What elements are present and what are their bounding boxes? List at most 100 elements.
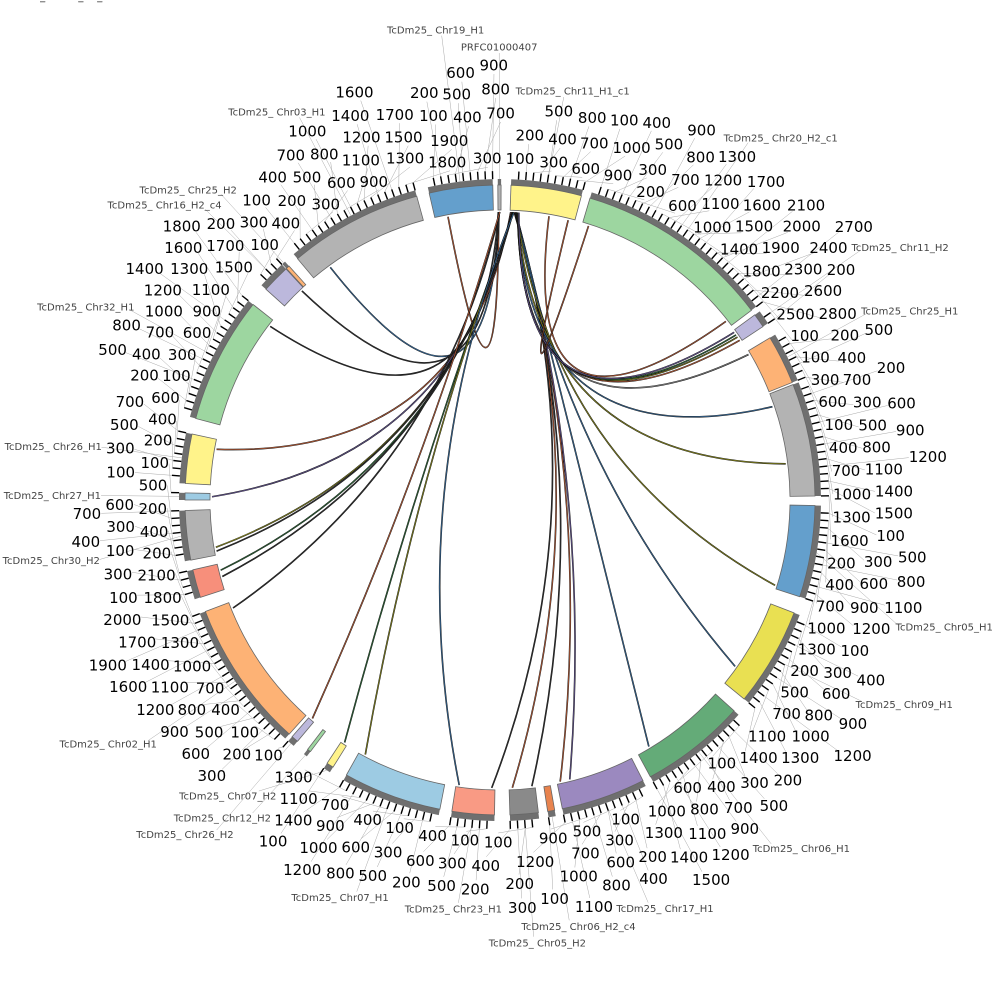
tick-label: 700	[486, 104, 515, 122]
tick-mark	[214, 659, 222, 665]
tick-mark	[811, 421, 820, 425]
label-leader-line	[799, 333, 866, 364]
segment-name-label: TcDm25_ Chr19_H1	[386, 25, 484, 36]
segment-tick-band	[293, 190, 417, 259]
tick-label: 600	[818, 393, 847, 411]
segment-tcdm25-chr06-h1[interactable]	[637, 693, 735, 778]
label-leader-line	[197, 252, 234, 308]
segment-tcdm25-chr25-h2[interactable]	[285, 265, 307, 288]
label-leader-line	[822, 564, 898, 581]
segment-tcdm25-chr07-h1[interactable]	[345, 752, 446, 810]
tick-label: 900	[687, 122, 716, 140]
tick-mark	[243, 701, 251, 708]
segment-tcdm25-chr25-h1[interactable]	[748, 337, 793, 393]
tick-label: 600	[673, 779, 702, 797]
segment-tcdm25-chr19-h1[interactable]	[428, 184, 494, 218]
label-leader-line	[727, 211, 793, 264]
segment-name-label: TcDm25_ Chr26_H2	[135, 830, 233, 841]
segment-tcdm25-chr09-h1[interactable]	[724, 603, 795, 700]
link-chord	[215, 212, 513, 548]
tick-label: 400	[353, 811, 382, 829]
segment-tcdm25-chr20-h2-c1[interactable]	[582, 197, 753, 326]
tick-label: 300	[539, 154, 568, 172]
tick-mark	[814, 562, 823, 566]
label-leader-line	[168, 463, 172, 493]
tick-mark	[476, 171, 479, 180]
segment-tcdm25-chr12-h2[interactable]	[307, 729, 327, 753]
segment-tcdm25-chr32-h1[interactable]	[195, 303, 274, 426]
tick-mark	[706, 744, 713, 752]
label-leader-line	[825, 535, 828, 583]
label-leader-line	[733, 267, 765, 299]
segment-tcdm25-chr11-h1-c1[interactable]	[509, 184, 582, 221]
tick-mark	[817, 450, 826, 454]
segment-tcdm25-chr17-h1[interactable]	[556, 757, 644, 810]
tick-label: 800	[897, 573, 926, 591]
tick-label: 1100	[342, 151, 380, 169]
label-leader-line	[345, 806, 381, 865]
tick-label: 900	[316, 817, 345, 835]
tick-mark	[365, 792, 371, 801]
tick-label: 700	[843, 371, 872, 389]
tick-label: 200	[392, 873, 421, 891]
tick-label: 400	[453, 109, 482, 127]
segment-tcdm25-chr05-h2[interactable]	[508, 787, 539, 816]
segment-tcdm25-chr02-h1[interactable]	[204, 602, 307, 735]
tick-mark	[819, 472, 828, 475]
tick-label: 1000	[613, 139, 651, 157]
tick-mark	[722, 730, 730, 737]
tick-mark	[449, 817, 452, 826]
label-leader-line	[804, 624, 842, 648]
segment-tcdm25-chr03-h1[interactable]	[296, 195, 424, 279]
segment-tcdm25-chr07-h2[interactable]	[326, 741, 347, 768]
tick-mark	[209, 344, 217, 350]
tick-mark	[811, 576, 820, 581]
tick-mark	[819, 465, 828, 468]
segment-tcdm25-chr26-h1[interactable]	[185, 433, 217, 486]
segment-tcdm25-chr27-h1[interactable]	[184, 492, 211, 501]
tick-label: 700	[276, 146, 305, 164]
segment-tcdm25-chr23-h1[interactable]	[451, 786, 496, 816]
label-leader-line	[757, 231, 840, 297]
tick-mark	[819, 533, 828, 537]
tick-label: 700	[571, 845, 600, 863]
label-leader-line	[212, 295, 227, 340]
segment-tcdm25-chr26-h2[interactable]	[291, 717, 315, 742]
tick-label: 900	[539, 829, 568, 847]
segment-name-label: TcDm25_ Chr07_H1	[290, 893, 388, 904]
tick-label: 1500	[875, 505, 913, 523]
segment-tick-band	[793, 382, 821, 497]
tick-mark	[757, 690, 765, 697]
tick-mark	[173, 539, 182, 542]
segment-tcdm25-chr21-h1-c1[interactable]	[769, 384, 816, 497]
segment-tcdm25-chr16-h2-c4[interactable]	[265, 268, 304, 307]
tick-label: 500	[293, 168, 322, 186]
label-leader-line	[799, 600, 814, 646]
tick-mark	[737, 278, 745, 285]
tick-label: 900	[359, 173, 388, 191]
segment-name-label: TcDm25_ Chr12_H2	[173, 813, 271, 824]
tick-label: 1100	[748, 728, 786, 746]
tick-mark	[611, 800, 616, 809]
tick-mark	[638, 203, 644, 212]
label-leader-line	[717, 252, 767, 254]
segment-tick-band	[343, 775, 440, 816]
tick-label: 400	[471, 857, 500, 875]
segment-tcdm25-chr20-h2-c4[interactable]	[192, 563, 225, 598]
tick-mark	[665, 774, 671, 783]
label-leader-line	[743, 252, 814, 280]
tick-mark	[221, 671, 230, 677]
tick-label: 100	[484, 833, 513, 851]
tick-mark	[568, 178, 572, 187]
segment-tcdm25-chr05-h1[interactable]	[775, 504, 816, 598]
segment-prfc01000407[interactable]	[497, 184, 502, 211]
tick-mark	[631, 200, 637, 208]
segment-tcdm25-chr30-h2[interactable]	[184, 509, 216, 561]
tick-label: 1100	[688, 825, 726, 843]
segment-tick-band	[799, 505, 821, 599]
segment-tcdm25-chr11-h2[interactable]	[734, 314, 764, 341]
segment-tcdm25-chr06-h2-c4[interactable]	[543, 785, 556, 812]
label-leader-line	[822, 436, 863, 449]
tick-label: 1200	[852, 620, 890, 638]
tick-mark	[817, 548, 826, 551]
